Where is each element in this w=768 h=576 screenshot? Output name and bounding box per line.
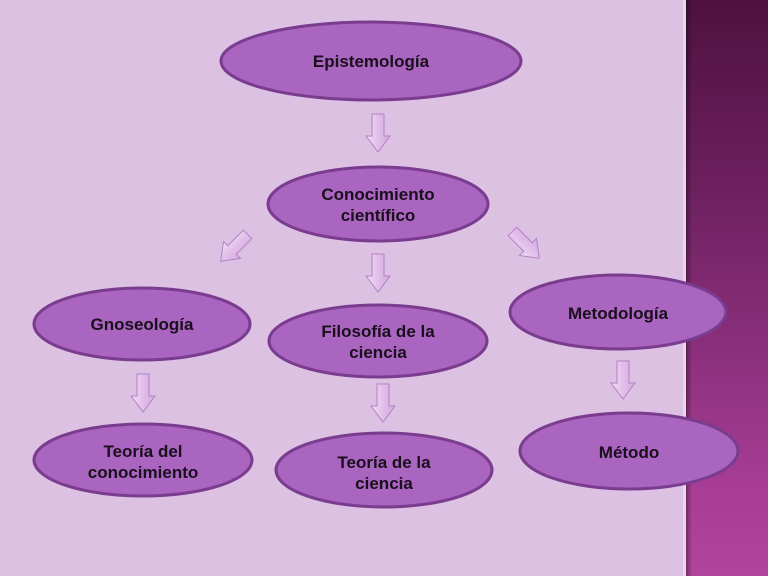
arrow-down-icon bbox=[370, 383, 396, 423]
label-filosofia-de-la-ciencia: Filosofía de la ciencia bbox=[321, 322, 435, 362]
node-teoria-del-conocimiento[interactable] bbox=[32, 422, 254, 498]
label-conocimiento-cientifico: Conocimiento científico bbox=[321, 185, 435, 225]
arrow-gnoseologia-to-teoria-conocimiento bbox=[130, 373, 156, 413]
arrow-filosofia-to-teoria-ciencia bbox=[370, 383, 396, 423]
arrow-down-right-icon bbox=[507, 226, 540, 259]
arrow-down-icon bbox=[365, 113, 391, 153]
arrow-conocimiento-to-metodologia bbox=[507, 226, 540, 259]
node-metodo[interactable] bbox=[518, 411, 740, 491]
arrow-metodologia-to-metodo bbox=[610, 360, 636, 400]
label-epistemologia: Epistemología bbox=[312, 52, 430, 71]
label-metodo: Método bbox=[598, 443, 660, 462]
arrow-down-left-icon bbox=[220, 229, 253, 262]
node-filosofia-de-la-ciencia[interactable] bbox=[267, 303, 489, 379]
label-teoria-de-la-ciencia: Teoría de la ciencia bbox=[337, 453, 431, 493]
node-teoria-de-la-ciencia[interactable] bbox=[274, 431, 494, 509]
label-gnoseologia: Gnoseología bbox=[90, 315, 194, 334]
label-metodologia: Metodología bbox=[567, 304, 669, 323]
arrow-down-icon bbox=[130, 373, 156, 413]
label-teoria-del-conocimiento: Teoría del conocimiento bbox=[87, 442, 199, 482]
arrow-down-icon bbox=[365, 253, 391, 293]
arrow-epistemologia-to-conocimiento bbox=[365, 113, 391, 153]
arrow-conocimiento-to-gnoseologia bbox=[220, 229, 253, 262]
node-conocimiento-cientifico[interactable] bbox=[266, 165, 490, 243]
node-gnoseologia[interactable] bbox=[32, 286, 252, 362]
node-epistemologia[interactable] bbox=[219, 20, 523, 102]
arrow-down-icon bbox=[610, 360, 636, 400]
arrow-conocimiento-to-filosofia bbox=[365, 253, 391, 293]
node-metodologia[interactable] bbox=[508, 273, 728, 351]
